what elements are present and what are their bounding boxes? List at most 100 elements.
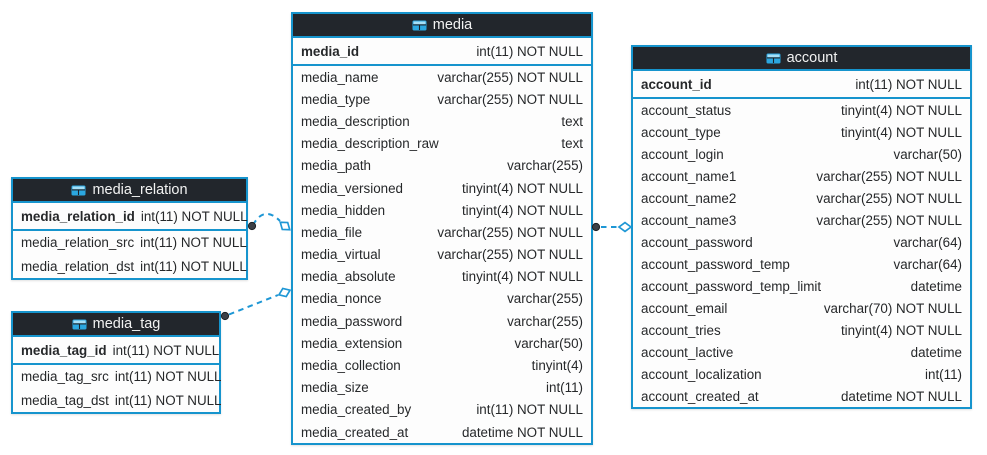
column-type: varchar(64) — [893, 256, 962, 272]
column-type: datetime — [910, 278, 962, 294]
table-title: media_relation — [92, 182, 188, 198]
column-type: datetime — [910, 344, 962, 360]
column-type: int(11) NOT NULL — [112, 342, 220, 358]
column-type: varchar(255) NOT NULL — [437, 69, 583, 85]
column-name: media_id — [301, 43, 360, 59]
column-row[interactable]: account_password_temp_limit datetime — [633, 275, 970, 297]
column-type: datetime NOT NULL — [840, 388, 962, 404]
column-type: varchar(255) NOT NULL — [437, 247, 583, 263]
column-type: int(11) — [546, 380, 583, 396]
column-name: media_created_by — [301, 402, 412, 418]
column-type: varchar(255) NOT NULL — [816, 168, 962, 184]
table-icon — [71, 185, 86, 196]
column-name: media_created_at — [301, 424, 409, 440]
column-type: int(11) NOT NULL — [114, 369, 222, 385]
table-icon — [72, 319, 87, 330]
column-name: media_tag_dst — [21, 392, 109, 408]
column-row[interactable]: account_login varchar(50) — [633, 143, 970, 165]
column-name: media_description — [301, 113, 410, 129]
column-row[interactable]: media_size int(11) — [293, 376, 591, 399]
column-name: account_password_temp — [641, 256, 790, 272]
column-type: text — [561, 136, 583, 152]
column-name: media_versioned — [301, 180, 403, 196]
column-type: tinyint(4) NOT NULL — [840, 102, 962, 118]
connector-media_relation-media[interactable] — [247, 213, 292, 233]
column-type: varchar(255) — [507, 158, 583, 174]
column-name: media_relation_id — [21, 208, 135, 224]
column-row[interactable]: account_password_temp varchar(64) — [633, 253, 970, 275]
table-media_relation[interactable]: media_relation media_relation_id int(11) … — [11, 177, 248, 280]
column-row[interactable]: account_email varchar(70) NOT NULL — [633, 297, 970, 319]
primary-key-row[interactable]: media_id int(11) NOT NULL — [293, 38, 591, 66]
connector-media-account[interactable] — [591, 221, 633, 233]
column-name: account_localization — [641, 366, 762, 382]
column-name: account_tries — [641, 322, 721, 338]
column-type: int(11) NOT NULL — [140, 258, 247, 274]
column-name: account_email — [641, 300, 728, 316]
table-media[interactable]: media media_id int(11) NOT NULL media_name… — [291, 12, 593, 446]
column-name: media_tag_src — [21, 369, 109, 385]
column-name: media_hidden — [301, 202, 386, 218]
column-name: media_path — [301, 158, 371, 174]
column-row[interactable]: media_description text — [293, 110, 591, 133]
column-row[interactable]: media_tag_dst int(11) NOT NULL — [13, 388, 222, 412]
column-type: text — [561, 113, 583, 129]
connector-media_tag-media[interactable] — [220, 286, 292, 321]
column-name: media_nonce — [301, 291, 382, 307]
column-name: account_password_temp_limit — [641, 278, 822, 294]
column-name: media_password — [301, 313, 403, 329]
column-type: int(11) NOT NULL — [114, 392, 222, 408]
column-name: media_absolute — [301, 269, 396, 285]
primary-key-row[interactable]: media_relation_id int(11) NOT NULL — [13, 203, 248, 231]
table-header[interactable]: account — [633, 47, 970, 71]
column-row[interactable]: media_tag_src int(11) NOT NULL — [13, 365, 222, 389]
column-type: varchar(50) — [893, 146, 962, 162]
column-type: tinyint(4) NOT NULL — [840, 124, 962, 140]
column-type: varchar(255) NOT NULL — [437, 91, 583, 107]
column-name: media_size — [301, 380, 369, 396]
column-type: varchar(50) — [514, 335, 583, 351]
table-header[interactable]: media_relation — [13, 179, 246, 203]
column-type: int(11) NOT NULL — [476, 43, 583, 59]
table-title: account — [786, 50, 838, 66]
table-title: media — [432, 17, 473, 33]
table-header[interactable]: media — [293, 14, 591, 38]
column-name: account_login — [641, 146, 724, 162]
column-type: int(11) NOT NULL — [140, 208, 248, 224]
column-row[interactable]: media_path varchar(255) — [293, 154, 591, 177]
column-type: varchar(70) NOT NULL — [823, 300, 962, 316]
column-name: media_file — [301, 224, 363, 240]
table-header[interactable]: media_tag — [13, 313, 219, 337]
